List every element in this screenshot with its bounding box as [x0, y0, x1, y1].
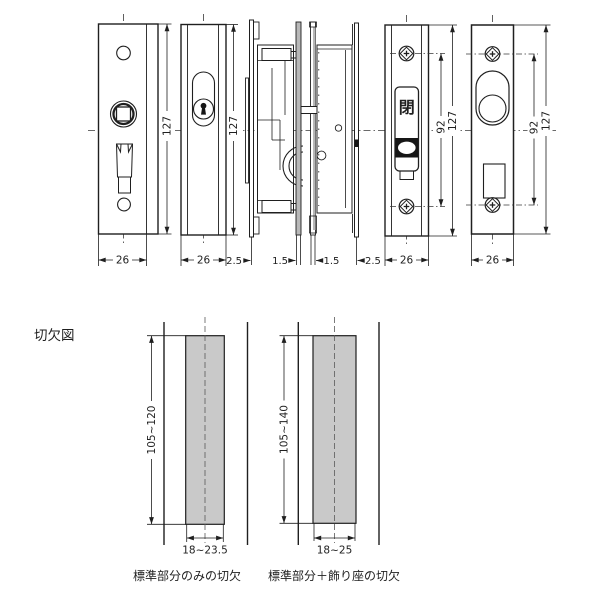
dim-view1-width: 26 — [116, 255, 130, 267]
latch-cutout — [115, 143, 134, 194]
dim-section-t4: 2.5 — [365, 256, 381, 267]
indicator-slider: 閉 — [394, 86, 420, 180]
interior-plate-view — [97, 14, 159, 246]
dim-section-t2: 1.5 — [272, 256, 288, 267]
cutout1-caption: 標準部分のみの切欠 — [133, 568, 241, 583]
dim-view5-width: 26 — [486, 255, 500, 267]
screw-bottom — [398, 198, 415, 215]
cutout-diagram-with-trim — [277, 317, 380, 545]
dim-cutout2-width: 18~25 — [317, 545, 353, 557]
dim-section-t3: 1.5 — [324, 256, 340, 267]
cutout-title: 切欠図 — [34, 328, 75, 344]
dim-view1-height: 127 — [162, 116, 174, 136]
thumbturn-hole — [109, 100, 138, 128]
exterior-plate-view — [180, 14, 227, 246]
dim-view5-span: 92 — [529, 121, 541, 134]
screw-top — [398, 45, 415, 62]
dim-view2-width: 26 — [197, 255, 211, 267]
cylinder-trim-hole — [475, 70, 510, 126]
dim-view5-height: 127 — [541, 111, 553, 131]
interior-case-section — [257, 44, 301, 214]
dim-cutout2-height: 105~140 — [279, 405, 291, 454]
cutout-dims — [145, 335, 224, 542]
strike-notch — [355, 139, 359, 147]
latch-opening — [482, 163, 506, 199]
dim-view4-height: 127 — [447, 111, 459, 131]
dim-section-t1: 2.5 — [226, 256, 242, 267]
cylinder-escutcheon — [191, 71, 216, 127]
door-skin-left — [295, 21, 302, 236]
dim-view2-height: 127 — [228, 116, 240, 136]
section-view — [245, 19, 359, 238]
cutout-dims — [277, 335, 356, 541]
interior-trim-view: 閉 — [384, 15, 445, 247]
screw-top — [484, 46, 501, 62]
screw-hole-top — [116, 45, 131, 61]
dimensions-top — [98, 23, 553, 266]
dim-view4-span: 92 — [436, 120, 448, 133]
exterior-trim-view — [466, 15, 538, 247]
exterior-case-section — [316, 44, 353, 214]
screw-hole-bottom — [117, 197, 131, 212]
dim-view4-width: 26 — [400, 255, 414, 267]
keyhole-icon — [200, 102, 207, 115]
dim-cutout1-height: 105~120 — [146, 406, 158, 455]
right-plate — [354, 22, 359, 238]
plate-outline — [97, 23, 159, 235]
screw-bottom — [484, 197, 501, 213]
cutout-diagram-standard — [145, 317, 249, 545]
indicator-label: 閉 — [399, 98, 415, 117]
dim-cutout1-width: 18~23.5 — [182, 545, 228, 557]
left-plate — [249, 19, 254, 238]
thumb-grip — [395, 138, 418, 158]
cutout2-caption: 標準部分＋飾り座の切欠 — [268, 568, 400, 583]
